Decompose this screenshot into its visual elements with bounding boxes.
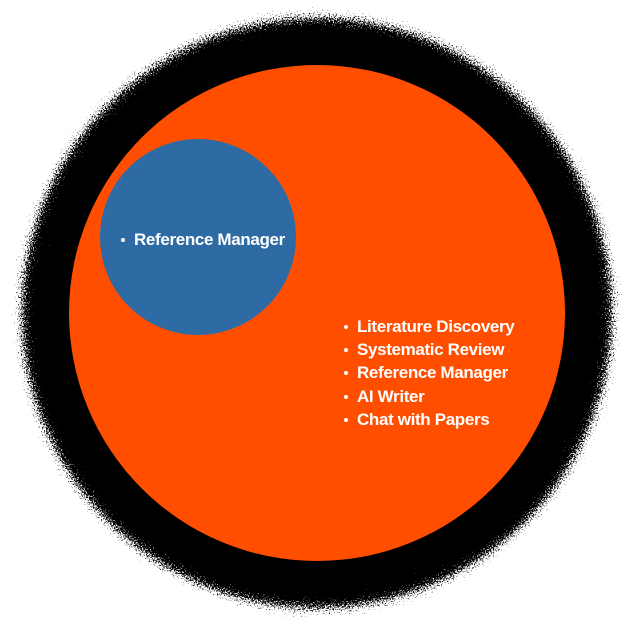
feature-label: Reference Manager — [357, 363, 508, 383]
feature-label: Reference Manager — [134, 230, 285, 249]
feature-label: Literature Discovery — [357, 316, 515, 336]
list-item: Systematic Review — [344, 338, 514, 361]
list-item: Literature Discovery — [344, 315, 515, 338]
list-item: Reference Manager — [344, 362, 514, 385]
bullet-icon — [344, 371, 348, 376]
bullet-icon — [344, 324, 348, 329]
feature-label: Systematic Review — [357, 340, 505, 360]
bullet-icon — [344, 394, 348, 399]
list-item: AI Writer — [344, 385, 514, 408]
bullet-icon — [344, 348, 348, 353]
list-item: Chat with Papers — [344, 409, 514, 432]
feature-label: AI Writer — [357, 386, 425, 406]
inner-circle-feature-list: Reference Manager — [121, 228, 285, 252]
inner-circle — [100, 139, 296, 335]
outer-circle-feature-list: Literature Discovery Systematic Review R… — [344, 315, 515, 432]
feature-label: Chat with Papers — [357, 410, 490, 430]
list-item: Reference Manager — [121, 228, 285, 252]
bullet-icon — [121, 238, 125, 242]
bullet-icon — [344, 418, 348, 423]
